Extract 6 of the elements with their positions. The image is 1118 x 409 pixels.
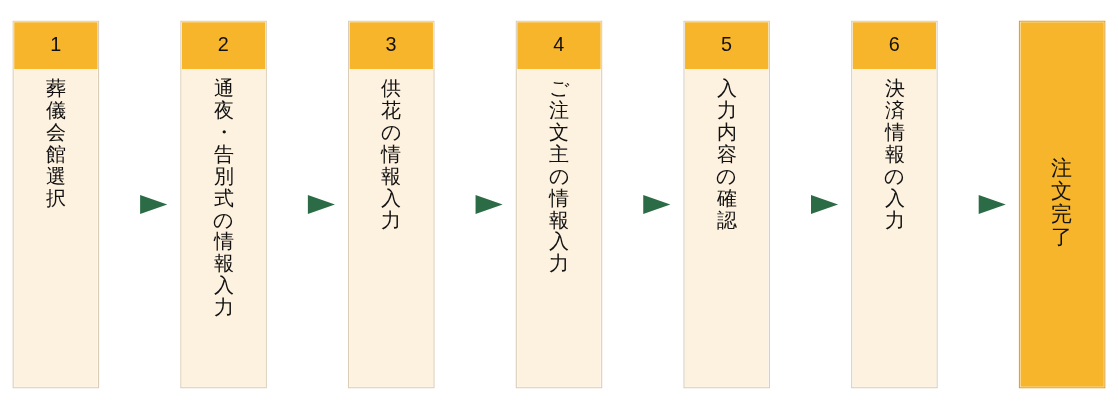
arrow <box>475 195 503 214</box>
arrow <box>810 195 839 214</box>
arrow <box>307 195 335 214</box>
arrow <box>643 195 671 214</box>
arrow <box>978 195 1006 214</box>
arrow <box>140 195 168 214</box>
